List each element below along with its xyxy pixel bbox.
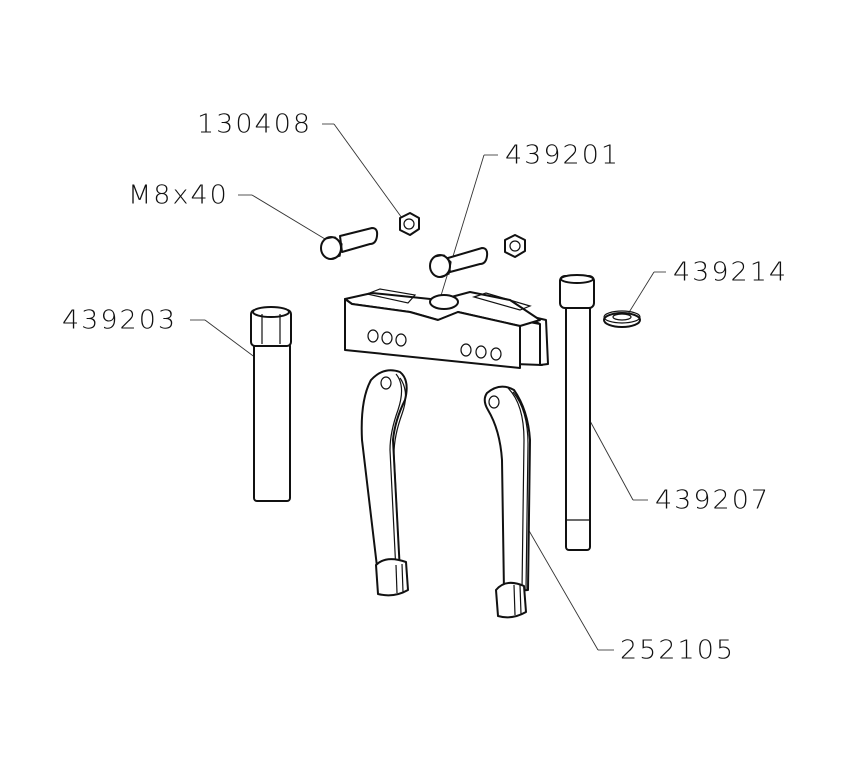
label-crosshead: 439201 [505, 140, 621, 171]
nut-left [399, 212, 420, 236]
bolt-center [429, 247, 489, 278]
washer [603, 310, 641, 328]
short-spindle [250, 306, 292, 502]
long-spindle [559, 274, 595, 551]
label-long-spindle: 439207 [655, 485, 771, 516]
label-bolt: M8x40 [128, 180, 229, 211]
label-washer: 439214 [673, 257, 789, 288]
label-short-spindle: 439203 [62, 305, 178, 336]
label-jaw: 252105 [620, 635, 736, 666]
jaw-left [360, 369, 409, 597]
label-nut: 130408 [197, 109, 313, 140]
crosshead-block [344, 288, 549, 369]
bolt-left [320, 227, 379, 260]
jaw-right [483, 385, 531, 619]
nut-right [504, 234, 526, 258]
